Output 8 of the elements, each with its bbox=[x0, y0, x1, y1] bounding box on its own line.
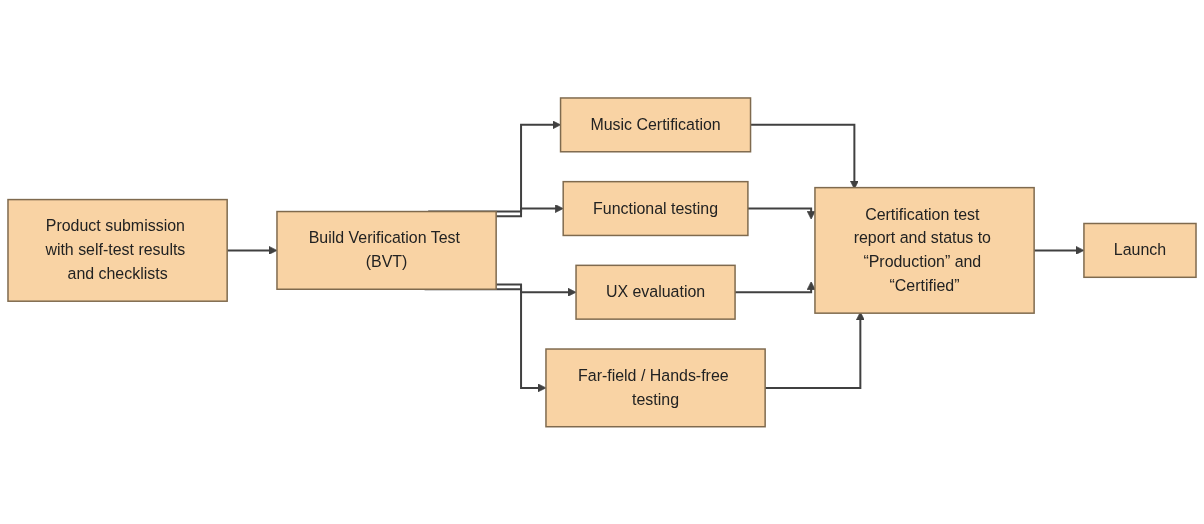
node-box: Music Certification bbox=[559, 96, 752, 153]
node-box: Product submission with self-test results and checklists bbox=[7, 198, 228, 302]
node-box: Functional testing bbox=[562, 180, 749, 236]
node-box: Launch bbox=[1083, 222, 1197, 278]
node-box: Far-field / Hands-free testing bbox=[545, 347, 766, 428]
node-box: Certification test report and status to “Production” and “Certified” bbox=[814, 186, 1035, 314]
node-box: UX evaluation bbox=[575, 264, 736, 320]
node-box: Build Verification Test (BVT) bbox=[276, 210, 497, 290]
